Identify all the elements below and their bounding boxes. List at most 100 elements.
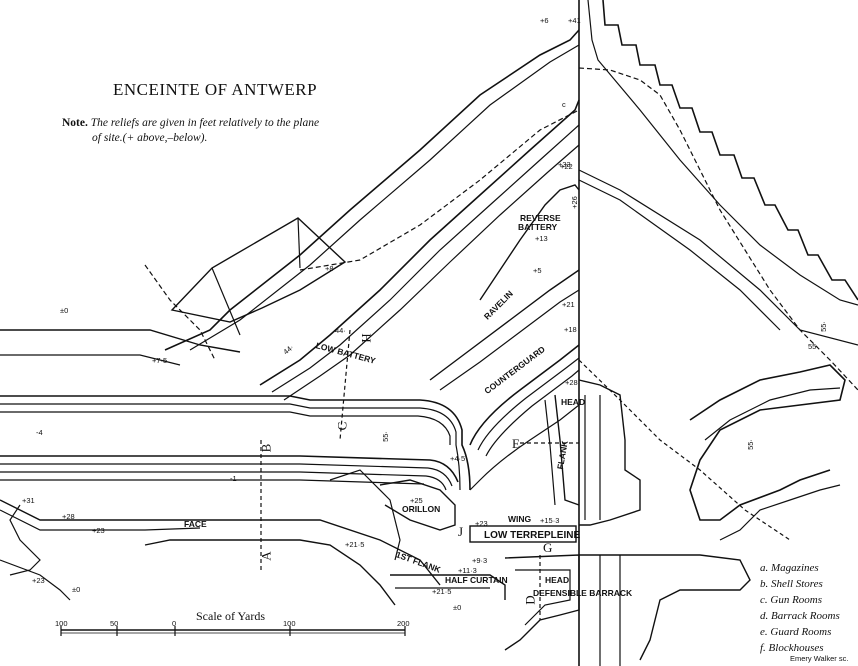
relief-label: +23	[92, 526, 105, 535]
relief-label: ±0	[72, 585, 81, 594]
section-letter-g: G	[543, 540, 553, 555]
main-ditch-2	[0, 403, 461, 491]
label-half-curtain: HALF CURTAIN	[445, 575, 508, 585]
outwork-line-2	[297, 217, 301, 269]
note-lead: Note.	[62, 117, 88, 129]
relief-label: +23	[32, 576, 45, 585]
main-ditch-3	[0, 411, 451, 445]
curtain-lower	[390, 574, 506, 600]
label-defensible-barrack: DEFENSIBLE BARRACK	[533, 588, 633, 598]
scale-tick-label: 200	[397, 619, 410, 628]
map-title: ENCEINTE OF ANTWERP	[113, 80, 318, 99]
relief-label: 55·	[818, 321, 828, 332]
main-ditch-low-2	[0, 463, 453, 487]
relief-label: +11·3	[458, 566, 477, 575]
relief-label: +21·5	[345, 540, 365, 549]
legend-item-guard-rooms: e. Guard Rooms	[760, 626, 832, 638]
counterguard-inner	[429, 269, 580, 381]
legend-item-barrack-rooms: d. Barrack Rooms	[760, 610, 840, 622]
dashed-arc-right	[578, 67, 858, 391]
main-ditch	[0, 395, 471, 491]
relief-label: +4·5	[450, 454, 466, 463]
barrack-right	[579, 554, 751, 661]
relief-label: +31	[22, 496, 35, 505]
outwork-left	[170, 217, 347, 323]
bastion-face-3	[144, 539, 396, 606]
main-ditch-low-4	[0, 479, 425, 485]
map-legend: a. Magazines b. Shell Stores c. Gun Room…	[760, 560, 840, 656]
relief-label: +26	[569, 196, 579, 209]
head-block	[578, 379, 641, 526]
relief-label: +15·3	[540, 516, 560, 525]
label-face: FACE	[184, 519, 207, 529]
relief-label: +21	[562, 300, 575, 309]
main-ditch-low-3	[0, 471, 447, 491]
outwork-line	[211, 267, 241, 336]
section-letter-c: C	[334, 421, 350, 431]
legend-item-magazines: a. Magazines	[760, 562, 819, 574]
label-orillon: ORILLON	[402, 504, 441, 514]
counterscarp-right-2	[704, 387, 841, 441]
barrack-outline	[504, 554, 580, 651]
section-letter-d: D	[522, 595, 538, 605]
bastion-face	[0, 499, 441, 586]
glacis-crest-right	[587, 0, 858, 306]
relief-label: 44·	[335, 326, 346, 335]
relief-label: +28	[62, 512, 75, 521]
relief-label: 55·	[745, 439, 755, 450]
flank-wall-2	[544, 399, 556, 506]
barrack-inner	[515, 569, 571, 626]
relief-label: +41	[568, 16, 581, 25]
reverse-battery	[479, 184, 580, 301]
ditch-branch	[469, 344, 580, 446]
relief-label: +22	[560, 162, 573, 171]
ravelin-body	[259, 99, 580, 386]
scale-tick-label: 0	[172, 619, 177, 628]
scale-tick-label: 100	[55, 619, 68, 628]
legend-item-gun-rooms: c. Gun Rooms	[760, 594, 823, 606]
section-letter-a: A	[258, 551, 274, 561]
counterguard-outer	[164, 29, 580, 351]
ramp-lower	[329, 469, 401, 561]
left-counterscarp-2	[0, 354, 181, 366]
relief-label: +21·5	[432, 587, 452, 596]
main-ditch-low	[0, 455, 459, 483]
note-line-2: of site.(+ above,–below).	[92, 132, 208, 144]
section-letter-e: E	[512, 436, 520, 451]
legend-item-blockhouses: f. Blockhouses	[760, 642, 824, 654]
relief-label: -4	[36, 428, 43, 437]
section-letter-j: J	[458, 524, 464, 539]
relief-label: +18	[564, 325, 577, 334]
relief-label: +33	[558, 160, 571, 169]
relief-label: ±0	[453, 603, 462, 612]
blockhouse-zone	[719, 484, 841, 541]
counterguard-outer-2	[189, 44, 580, 351]
relief-label: +8	[325, 264, 334, 273]
label-reverse-battery-1: REVERSE	[520, 213, 561, 223]
ravelin-body-2	[271, 124, 580, 393]
engraver-credit: Emery Walker sc.	[790, 654, 849, 663]
relief-label: c	[562, 100, 566, 109]
relief-label: +23	[475, 519, 488, 528]
label-low-terrepleine: LOW TERREPLEINE	[484, 530, 581, 541]
label-reverse-battery-2: BATTERY	[518, 222, 558, 232]
orillon-block	[379, 479, 456, 531]
dashed-glacis-left	[144, 264, 216, 361]
dashed-capital	[578, 359, 791, 541]
ditch-branch-4	[469, 404, 580, 491]
label-head-lower: HEAD	[545, 575, 570, 585]
bastion-ramps	[9, 504, 41, 576]
note-line-1: The reliefs are given in feet relatively…	[90, 117, 320, 129]
scale-tick-label: 50	[110, 619, 119, 628]
relief-label: +7·5	[152, 356, 168, 365]
label-head-upper: HEAD	[561, 397, 586, 407]
label-wing: WING	[508, 514, 532, 524]
relief-label: 55·	[808, 342, 819, 351]
ditch-branch-3	[485, 369, 580, 457]
scale-tick-label: 100	[283, 619, 296, 628]
relief-label: +5	[533, 266, 542, 275]
relief-label: 55·	[380, 431, 390, 442]
relief-label: +13	[535, 234, 548, 243]
